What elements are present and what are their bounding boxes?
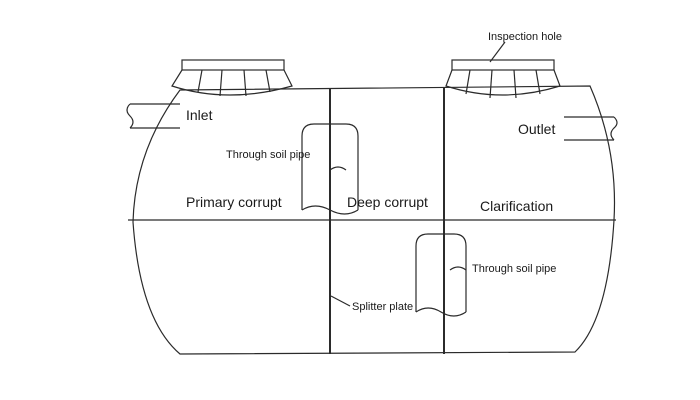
through-soil-pipe-lower	[415, 233, 467, 317]
left-manhole	[171, 59, 293, 97]
inspection-hole-label: Inspection hole	[488, 31, 562, 43]
outlet-pipe	[564, 116, 618, 141]
primary-corrupt-label: Primary corrupt	[186, 194, 282, 210]
clarification-label: Clarification	[480, 198, 553, 214]
splitter-plate-label: Splitter plate	[352, 301, 413, 313]
tank-outline	[132, 85, 616, 355]
deep-corrupt-label: Deep corrupt	[347, 194, 428, 210]
inlet-pipe	[126, 103, 180, 129]
splitter-plate-leader	[330, 295, 351, 307]
through-soil-pipe-upper-label: Through soil pipe	[226, 149, 310, 161]
through-soil-pipe-lower-label: Through soil pipe	[472, 263, 556, 275]
inlet-label: Inlet	[186, 107, 213, 123]
inspection-hole-leader	[489, 41, 506, 63]
through-soil-pipe-upper	[301, 123, 359, 215]
outlet-label: Outlet	[518, 121, 555, 137]
right-manhole	[445, 59, 561, 99]
